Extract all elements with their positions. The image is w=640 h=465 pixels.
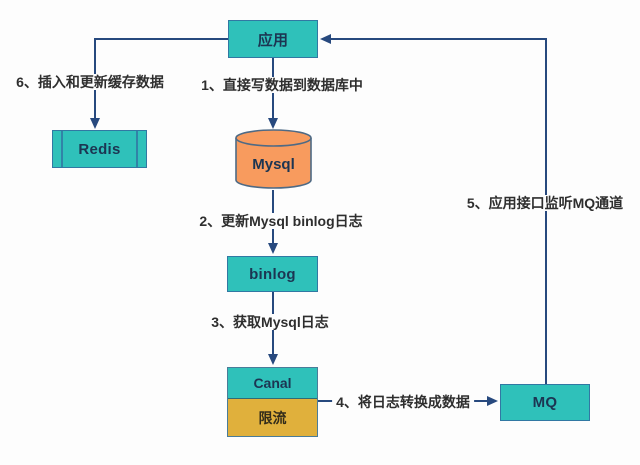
arrowhead-into-binlog — [268, 243, 278, 254]
rate-limit-node-label: 限流 — [258, 409, 287, 426]
redis-node: Redis — [52, 130, 147, 168]
edge-label-step-2: 2、更新Mysql binlog日志 — [195, 213, 367, 229]
binlog-node-label: binlog — [249, 265, 296, 283]
redis-left-bar — [61, 131, 63, 167]
app-node: 应用 — [228, 20, 318, 58]
edge-label-step-4: 4、将日志转换成数据 — [332, 394, 474, 410]
canal-node: Canal — [228, 368, 317, 399]
canal-node-label: Canal — [253, 375, 292, 391]
arrowhead-into-app — [320, 34, 331, 44]
redis-node-label: Redis — [78, 140, 121, 158]
arrowhead-into-redis — [90, 118, 100, 129]
edge-label-step-1: 1、直接写数据到数据库中 — [197, 77, 367, 93]
redis-right-bar — [136, 131, 138, 167]
arrowhead-into-canal — [268, 354, 278, 365]
edge-label-step-6: 6、插入和更新缓存数据 — [12, 74, 168, 90]
mq-node-label: MQ — [532, 394, 558, 411]
edge-label-step-5: 5、应用接口监听MQ通道 — [462, 195, 628, 211]
app-node-label: 应用 — [257, 31, 289, 49]
edge-label-step-3: 3、获取Mysql日志 — [207, 314, 333, 330]
mysql-node: Mysql — [235, 126, 312, 190]
rate-limit-node: 限流 — [228, 399, 317, 436]
mysql-node-label: Mysql — [252, 155, 295, 173]
mysql-cylinder-shape — [235, 129, 312, 189]
canal-group-node: Canal 限流 — [227, 367, 318, 437]
arrowhead-into-mq — [487, 396, 498, 406]
mq-node: MQ — [500, 384, 590, 421]
binlog-node: binlog — [227, 256, 318, 292]
